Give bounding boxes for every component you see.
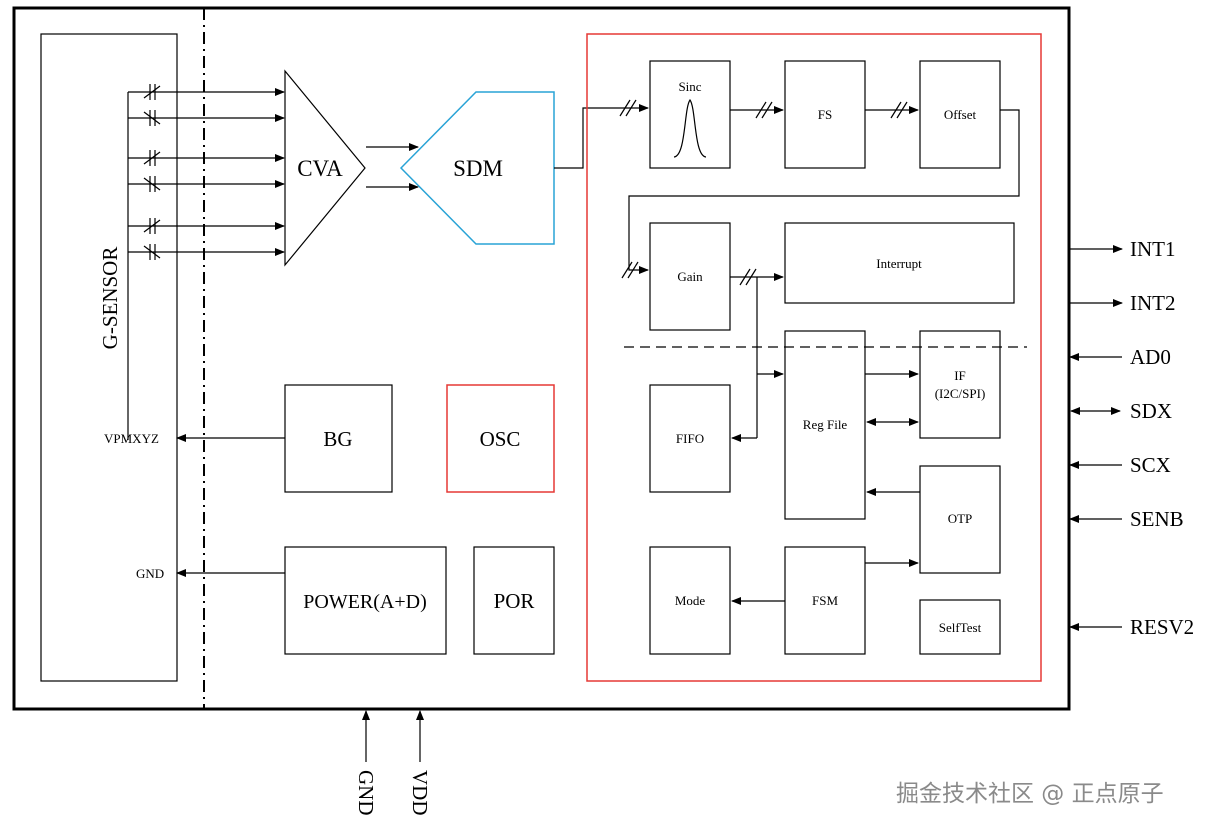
interrupt-block: [784, 222, 1015, 304]
capacitor-bridge: [127, 84, 285, 440]
scx-pin: SCX: [1130, 453, 1171, 477]
bus-slash: [896, 101, 908, 119]
osc-label: OSC: [480, 427, 521, 451]
bus-slash: [761, 101, 773, 119]
watermark: 掘金技术社区 @ 正点原子: [896, 781, 1164, 807]
sdx-pin: SDX: [1130, 399, 1172, 423]
offset-block: [919, 60, 1001, 169]
resv2-pin: RESV2: [1130, 615, 1194, 639]
osc-block: [446, 384, 555, 493]
selftest-block: [919, 599, 1001, 655]
bus-slash: [621, 261, 633, 279]
fifo-block: [649, 384, 731, 493]
cva-amplifier: [284, 69, 366, 267]
sdm-to-sinc-line: [554, 104, 649, 169]
bus-slash: [739, 268, 751, 286]
digital-region: [586, 33, 1042, 682]
chip-outline: [12, 6, 1071, 711]
sensor-gnd-pin: GND: [136, 566, 164, 581]
fs-block: [784, 60, 866, 169]
offset-to-gain-line: [628, 109, 1020, 274]
bus-slash: [625, 99, 637, 117]
ad0-pin: AD0: [1130, 345, 1171, 369]
power-block: [284, 546, 447, 655]
fifo-label: FIFO: [676, 431, 704, 446]
power-label: POWER(A+D): [303, 591, 427, 613]
int1-pin: INT1: [1130, 237, 1176, 261]
interrupt-label: Interrupt: [876, 256, 922, 271]
if-block: [919, 330, 1001, 439]
bg-label: BG: [323, 427, 352, 451]
mode-label: Mode: [675, 593, 706, 608]
offset-label: Offset: [944, 107, 977, 122]
cva-label: CVA: [297, 156, 343, 181]
senb-pin: SENB: [1130, 507, 1184, 531]
bus-slash: [627, 261, 639, 279]
por-block: [473, 546, 555, 655]
vdd-pin: VDD: [408, 770, 432, 816]
sinc-label: Sinc: [678, 79, 701, 94]
reg-file-block: [784, 330, 866, 520]
if-protocol-label: (I2C/SPI): [935, 386, 986, 401]
bus-slash: [755, 101, 767, 119]
por-label: POR: [494, 589, 535, 613]
bus-slash: [619, 99, 631, 117]
g-sensor-label: G-SENSOR: [98, 247, 122, 350]
bus-slash: [890, 101, 902, 119]
fs-label: FS: [818, 107, 832, 122]
vpmxyz-pin: VPMXYZ: [104, 431, 159, 446]
if-label: IF: [954, 368, 966, 383]
sdm-label: SDM: [453, 156, 503, 181]
bus-slash: [745, 268, 757, 286]
sinc-block: [649, 60, 731, 169]
g-sensor-box: [40, 33, 178, 682]
otp-label: OTP: [948, 511, 973, 526]
sinc-waveform: [673, 98, 707, 158]
fsm-label: FSM: [812, 593, 838, 608]
gnd-pin: GND: [354, 770, 378, 816]
mode-block: [649, 546, 731, 655]
reg-file-label: Reg File: [803, 417, 848, 432]
selftest-label: SelfTest: [939, 620, 982, 635]
gain-label: Gain: [677, 269, 703, 284]
int2-pin: INT2: [1130, 291, 1176, 315]
otp-block: [919, 465, 1001, 574]
